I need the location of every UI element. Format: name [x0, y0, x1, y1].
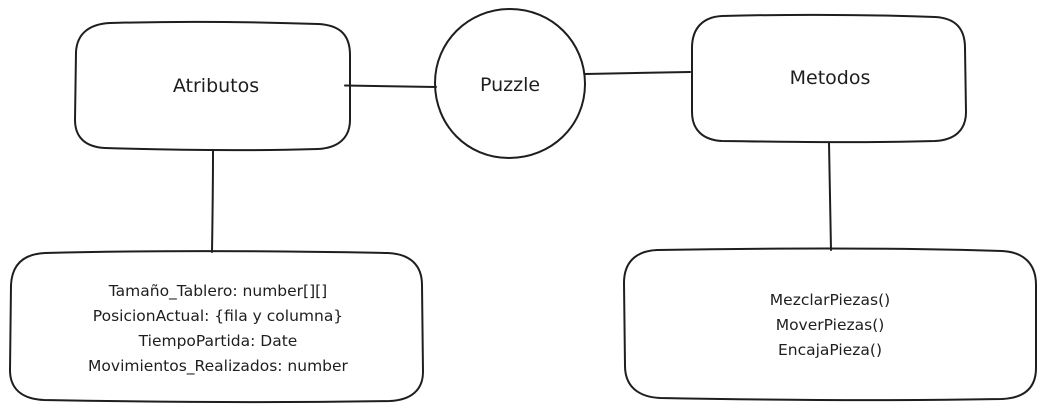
attributes-detail-box	[9, 250, 424, 404]
methods-detail-box	[623, 247, 1037, 402]
methods-title: Metodos	[790, 67, 871, 89]
edge-attributes-to-puzzle	[344, 84, 437, 88]
attribute-item: PosicionActual: {fila y columna}	[93, 307, 343, 325]
edge-methods-to-details	[828, 142, 832, 251]
attributes-detail-node: Tamaño_Tablero: number[][] PosicionActua…	[9, 250, 424, 404]
methods-box	[691, 13, 967, 144]
puzzle-title: Puzzle	[480, 74, 540, 96]
edge-puzzle-to-methods	[584, 71, 691, 75]
puzzle-node: Puzzle	[434, 8, 586, 159]
method-item: MoverPiezas()	[776, 316, 885, 334]
methods-detail-node: MezclarPiezas() MoverPiezas() EncajaPiez…	[623, 247, 1037, 402]
attributes-title: Atributos	[173, 75, 259, 97]
method-item: MezclarPiezas()	[770, 291, 890, 309]
methods-node: Metodos	[691, 13, 967, 144]
attributes-box	[74, 20, 351, 152]
attribute-item: Movimientos_Realizados: number	[88, 357, 349, 376]
attribute-item: TiempoPartida: Date	[138, 332, 298, 350]
attribute-item: Tamaño_Tablero: number[][]	[108, 282, 327, 301]
method-item: EncajaPieza()	[778, 341, 882, 359]
attributes-node: Atributos	[74, 20, 351, 152]
edge-attributes-to-details	[211, 149, 214, 253]
puzzle-circle	[434, 8, 586, 159]
